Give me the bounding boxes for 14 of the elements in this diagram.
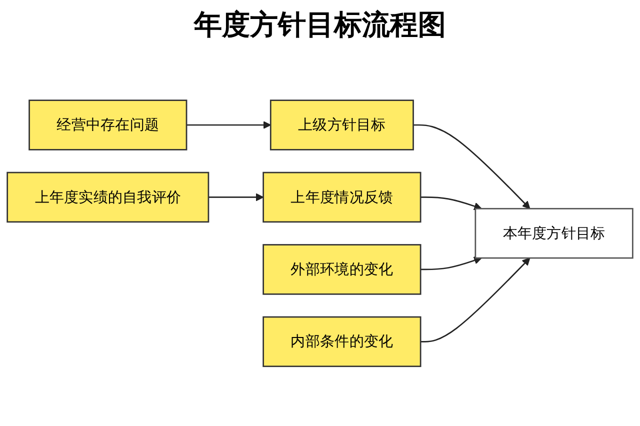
node-box: 上级方针目标 [270,99,414,150]
arrow [420,196,482,210]
arrow [413,124,530,209]
arrow [420,257,530,342]
node-box: 内部条件的变化 [262,316,422,367]
arrow [420,256,482,270]
diagram-title: 年度方针目标流程图 [192,7,447,43]
node-box: 经营中存在问题 [28,99,188,150]
node-box: 本年度方针目标 [474,208,634,258]
arrow [186,120,271,129]
node-box: 上年度实绩的自我评价 [6,172,210,222]
arrow [208,192,264,201]
node-box: 外部环境的变化 [262,244,422,294]
node-box: 上年度情况反馈 [262,172,422,222]
